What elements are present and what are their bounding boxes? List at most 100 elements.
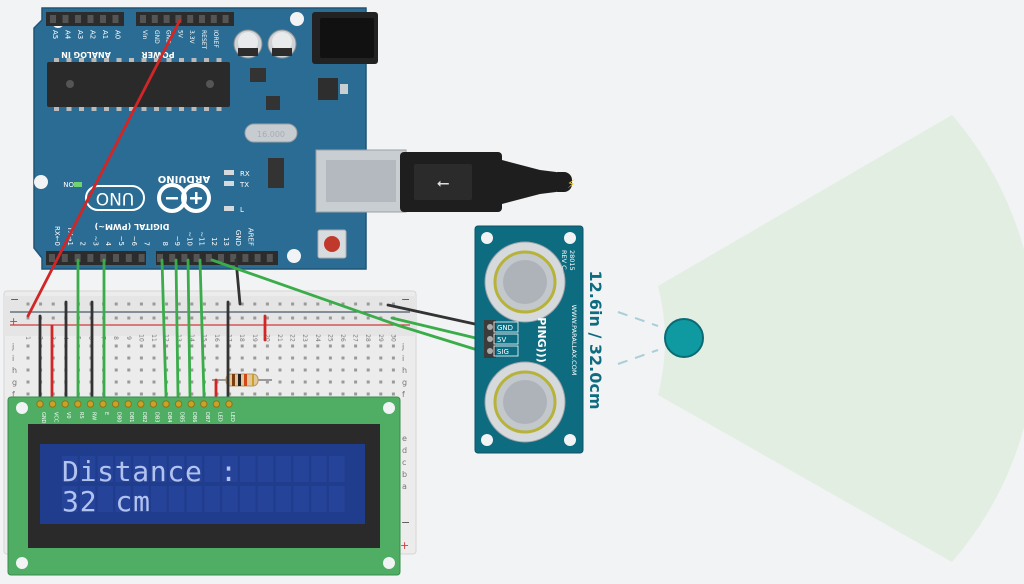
digital-pin-label: GND <box>234 230 242 246</box>
breadboard-column-label: 21 <box>276 334 283 342</box>
analog-pin-label: A2 <box>89 30 97 39</box>
wire-d10[interactable] <box>186 258 192 398</box>
sensor-pin-label: 5V <box>497 336 506 344</box>
wires[interactable] <box>26 18 486 400</box>
power-pin-label: GND <box>153 30 160 44</box>
breadboard-column-label: 6 <box>87 336 94 340</box>
tx-led <box>224 181 234 186</box>
breadboard-row-label: g <box>12 378 17 387</box>
uno-badge: UNO <box>85 185 145 211</box>
rx-led <box>224 170 234 175</box>
analog-pin-label: A5 <box>51 30 59 39</box>
microcontroller-chip <box>47 62 230 107</box>
lcd-cells <box>62 456 345 512</box>
power-pin-label: Vin <box>141 30 148 40</box>
resistor[interactable] <box>212 373 272 387</box>
digital-pin-label: RX←0 <box>53 226 61 246</box>
lcd-pin-label: V0 <box>65 412 71 419</box>
rail-minus-label: − <box>10 293 19 306</box>
lcd-pin-label: GND <box>40 412 46 424</box>
digital-header-pins <box>49 254 273 262</box>
breadboard-row-label: e <box>402 434 407 443</box>
usb-cable[interactable]: ⭠ ⚡ <box>400 152 575 212</box>
transducer-top <box>484 241 566 323</box>
sensor-pin-label: GND <box>497 324 513 332</box>
wire-sensor-5v[interactable] <box>390 316 486 342</box>
breadboard-row-label: h <box>12 366 17 375</box>
digital-pin-label: 4 <box>104 242 112 247</box>
arduino-logo <box>157 183 211 213</box>
breadboard-column-label: 29 <box>377 334 384 342</box>
breadboard-column-label: 13 <box>175 334 182 342</box>
lcd-line-1: Distance : <box>62 455 237 488</box>
breadboard-column-label: 10 <box>137 334 144 342</box>
distance-readout: 12.6in / 32.0cm <box>586 271 605 410</box>
power-pin-label: IOREF <box>212 30 219 48</box>
digital-pin-label: 2 <box>79 242 87 246</box>
arduino-brand-label: ARDUINO <box>158 173 210 184</box>
breadboard-column-label: 15 <box>200 334 207 342</box>
breadboard-row-label: f <box>402 390 405 399</box>
breadboard-column-label: 30 <box>389 334 396 342</box>
l-led-label: L <box>240 206 244 214</box>
breadboard-column-label: 11 <box>150 334 157 342</box>
breadboard-column-label: 12 <box>163 334 170 342</box>
sensor-pin-label: SIG <box>497 348 509 356</box>
sensor-pin-labels: GND 5V SIG <box>497 324 513 356</box>
analog-pin-label: A3 <box>76 30 84 39</box>
digital-pin-label: ~3 <box>91 236 99 246</box>
breadboard-row-label: i <box>402 354 404 363</box>
breadboard-row-label: j <box>11 342 14 351</box>
wire-sig[interactable] <box>210 258 486 354</box>
power-pin-label: 5V <box>176 30 183 39</box>
on-led <box>74 182 82 187</box>
breadboard-row-label: d <box>402 446 407 455</box>
rx-led-label: RX <box>240 170 250 178</box>
lcd-pin-label: RS <box>78 412 84 419</box>
power-bolt-icon: ⚡ <box>567 177 575 191</box>
lcd-pin-label: DB1 <box>128 412 134 422</box>
digital-pin-label: 13 <box>222 237 230 246</box>
sensor-model-label: 28015 <box>568 250 576 271</box>
target-object[interactable] <box>664 318 704 358</box>
breadboard-column-label: 19 <box>251 334 258 342</box>
digital-pin-label: ~5 <box>117 236 125 246</box>
lcd-pin-label: VCC <box>53 412 59 423</box>
on-led-label: ON <box>63 180 74 188</box>
breadboard-column-label: 16 <box>213 334 220 342</box>
wire-5v-red[interactable] <box>26 18 182 318</box>
breadboard-row-label: j <box>401 342 404 351</box>
breadboard-row-label: g <box>402 378 407 387</box>
breadboard-column-label: 25 <box>326 334 333 342</box>
breadboard-row-label: i <box>12 354 14 363</box>
breadboard-column-label: 18 <box>238 334 245 342</box>
tx-led-label: TX <box>239 181 249 189</box>
lcd-pin-label: DB5 <box>179 412 185 422</box>
breadboard-column-label: 24 <box>314 334 321 342</box>
wire-d8[interactable] <box>160 258 168 398</box>
rail-plus-label-right: + <box>400 539 409 552</box>
breadboard-row-label: f <box>12 390 15 399</box>
analog-header-label: ANALOG IN <box>61 50 111 59</box>
detection-rays <box>617 311 659 365</box>
lcd-pin-label: DB4 <box>166 412 172 422</box>
power-pin-label: RESET <box>200 30 207 50</box>
crystal-label: 16.000 <box>257 130 285 139</box>
wire-d9[interactable] <box>174 258 180 398</box>
wire-d11[interactable] <box>198 258 206 398</box>
digital-pin-label: 12 <box>210 237 218 246</box>
lcd-pin-label: RW <box>90 412 96 420</box>
sensor-url-label: WWW.PARALLAX.COM <box>570 305 578 376</box>
lcd-line-2: 32 cm <box>62 485 150 518</box>
breadboard-column-label: 9 <box>125 336 132 340</box>
lcd-pin-label: DB6 <box>191 412 197 422</box>
lcd-pin-label: LED <box>229 412 235 422</box>
lcd-pin-label: E <box>103 412 109 415</box>
wire-sensor-gnd[interactable] <box>386 303 486 328</box>
power-pin-label: 3.3V <box>188 30 195 45</box>
